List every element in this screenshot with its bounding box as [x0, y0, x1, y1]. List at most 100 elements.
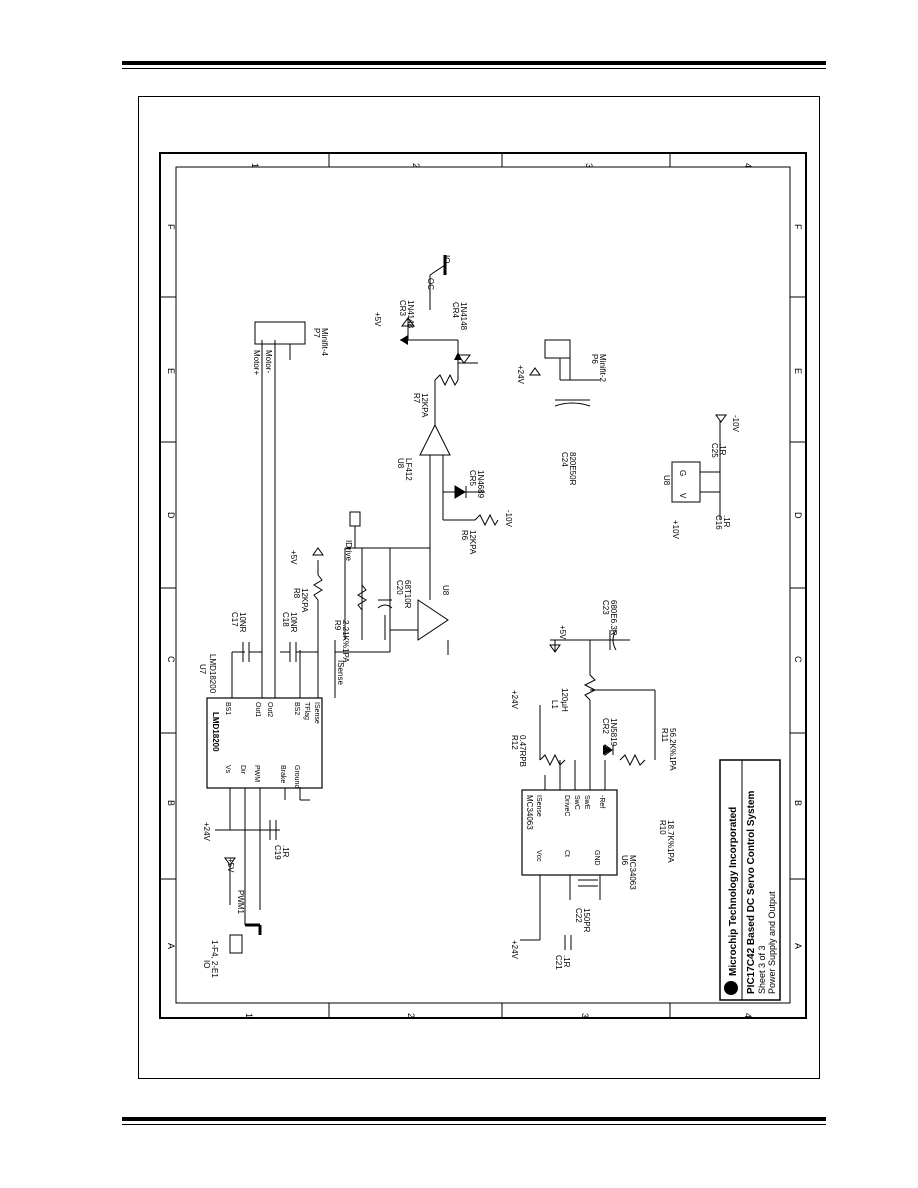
- u6-pin-ref: -Ref: [598, 795, 605, 808]
- p7-ref: P7: [312, 328, 321, 338]
- u6-pin-ct: Ct: [563, 850, 570, 857]
- title-sheet: Sheet 3 of 3: [757, 945, 767, 994]
- zone-num-4-top: 4: [743, 163, 753, 168]
- c24-ref: C24: [560, 452, 569, 467]
- u6-part: MC34063: [525, 795, 534, 830]
- u6-pin-isense: ISense: [535, 795, 542, 817]
- net-motor-minus: Motor-: [264, 350, 273, 373]
- cr5-value: 1N4689: [476, 470, 485, 499]
- c23-value: 680E6.3R: [609, 600, 618, 636]
- r10-value: 18.7K%1PA: [666, 820, 675, 863]
- r12-value: 0.47RPB: [518, 735, 527, 767]
- c17-ref: C17: [230, 612, 239, 627]
- c20-value: 68T10R: [403, 580, 412, 609]
- u6-ref: U6: [620, 855, 629, 866]
- net-isense: ISense: [336, 660, 345, 685]
- c25-ref: C25: [710, 443, 719, 458]
- u8-pin-g: G: [678, 470, 687, 476]
- zone-num-1-bottom: 1: [244, 1013, 254, 1018]
- p7-value: Minifit-4: [320, 328, 329, 357]
- u8b-ref: U8: [396, 458, 405, 469]
- c24-value: 820E50R: [568, 452, 577, 486]
- c21-ref: C21: [554, 955, 563, 970]
- net-io-ref: 1-F4, 2-E1: [210, 940, 219, 978]
- u7-pin-pwm: PWM: [253, 765, 260, 782]
- zone-alpha-e-left: E: [166, 368, 176, 374]
- r11-ref: R11: [660, 728, 669, 743]
- net-m10v-r6: -10V: [504, 510, 513, 528]
- zone-alpha-a-right: A: [793, 943, 803, 949]
- c22-ref: C22: [574, 908, 583, 923]
- cr3-ref: CR3: [398, 300, 407, 317]
- u8-power-body: [671, 461, 701, 503]
- schematic-inner-border: [175, 166, 791, 1004]
- c17-value: 10NR: [238, 612, 247, 633]
- cr3-value: 1N4148: [406, 300, 415, 329]
- cr2-value: 1N5819: [609, 718, 618, 747]
- c16-value: .1R: [722, 515, 731, 528]
- net-24v-u7: +24V: [202, 822, 211, 842]
- u7-pin-out1: Out1: [254, 702, 261, 717]
- cr2-ref: CR2: [601, 718, 610, 735]
- u7-pin-out2: Out2: [266, 702, 273, 717]
- footer-rule-thin: [122, 1124, 826, 1125]
- u7-ref: U7: [198, 664, 207, 675]
- c19-ref: C19: [273, 845, 282, 860]
- net-pwm1: PWM1: [236, 890, 245, 915]
- r11-value: 56.2K%1PA: [668, 728, 677, 771]
- p6-value: Minifit-2: [598, 354, 607, 383]
- r6-ref: R6: [460, 530, 469, 541]
- u7-part-outside: LMD18200: [208, 654, 217, 694]
- zone-num-3-bottom: 3: [580, 1013, 590, 1018]
- r8-ref: R8: [292, 588, 301, 599]
- net-5v-pwm: +5V: [226, 858, 235, 873]
- footer-rule: [122, 1117, 826, 1121]
- zone-num-2-top: 2: [411, 163, 421, 168]
- u7-pin-vs: Vs: [224, 765, 231, 774]
- zone-alpha-a-left: A: [166, 943, 176, 949]
- title-main: PIC17C42 Based DC Servo Control System: [746, 790, 757, 994]
- c18-value: 10NR: [289, 612, 298, 633]
- zone-alpha-f-left: F: [166, 224, 176, 230]
- zone-num-4-bottom: 4: [743, 1013, 753, 1018]
- microchip-logo-icon: [724, 981, 738, 995]
- l1-value: 120µH: [560, 688, 569, 712]
- zone-num-3-top: 3: [584, 163, 594, 168]
- r9-value: 2.21K%1PA: [341, 620, 350, 663]
- net-m10v-u8: -10V: [731, 415, 740, 433]
- p6-ref: P6: [590, 354, 599, 364]
- zone-alpha-b-right: B: [793, 800, 803, 806]
- title-company: Microchip Technology Incorporated: [728, 807, 739, 976]
- r7-ref: R7: [412, 393, 421, 404]
- c25-value: .1R: [718, 443, 727, 456]
- u6-pin-vcc: Vcc: [535, 850, 542, 862]
- u7-pin-bs2: BS2: [293, 702, 300, 715]
- zone-alpha-c-right: C: [793, 656, 803, 663]
- u7-body: [206, 697, 323, 789]
- c22-value: 150PR: [582, 908, 591, 933]
- net-oc: OC: [426, 278, 435, 290]
- zone-alpha-d-right: D: [793, 512, 803, 519]
- u7-pin-dir: Dir: [239, 765, 246, 775]
- r6-value: 12KPA: [468, 530, 477, 555]
- u6-pin-swe: SwE: [583, 795, 590, 810]
- net-5v-r8: +5V: [289, 550, 298, 565]
- net-10v-u8: +10V: [671, 520, 680, 540]
- u8-power-ref: U8: [662, 475, 671, 486]
- title-block: Microchip Technology Incorporated PIC17C…: [719, 759, 781, 1001]
- u7-pin-tflag: TFlag: [303, 702, 310, 720]
- net-motor-plus: Motor+: [252, 350, 261, 375]
- c18-ref: C18: [281, 612, 290, 627]
- zone-alpha-e-right: E: [793, 368, 803, 374]
- u7-pin-bs1: BS1: [224, 702, 231, 715]
- u6-part-outside: MC34063: [628, 855, 637, 890]
- net-5v-cr3: +5V: [373, 312, 382, 327]
- zone-alpha-f-right: F: [793, 224, 803, 230]
- zone-num-1-top: 1: [250, 163, 260, 168]
- p6-connector: [544, 339, 571, 359]
- u8-pin-v: V: [678, 493, 687, 499]
- title-subtitle: Power Supply and Output: [767, 891, 777, 994]
- r12-ref: R12: [510, 735, 519, 750]
- u6-pin-swc: SwC: [573, 795, 580, 810]
- net-24v-r12: +24V: [510, 690, 519, 710]
